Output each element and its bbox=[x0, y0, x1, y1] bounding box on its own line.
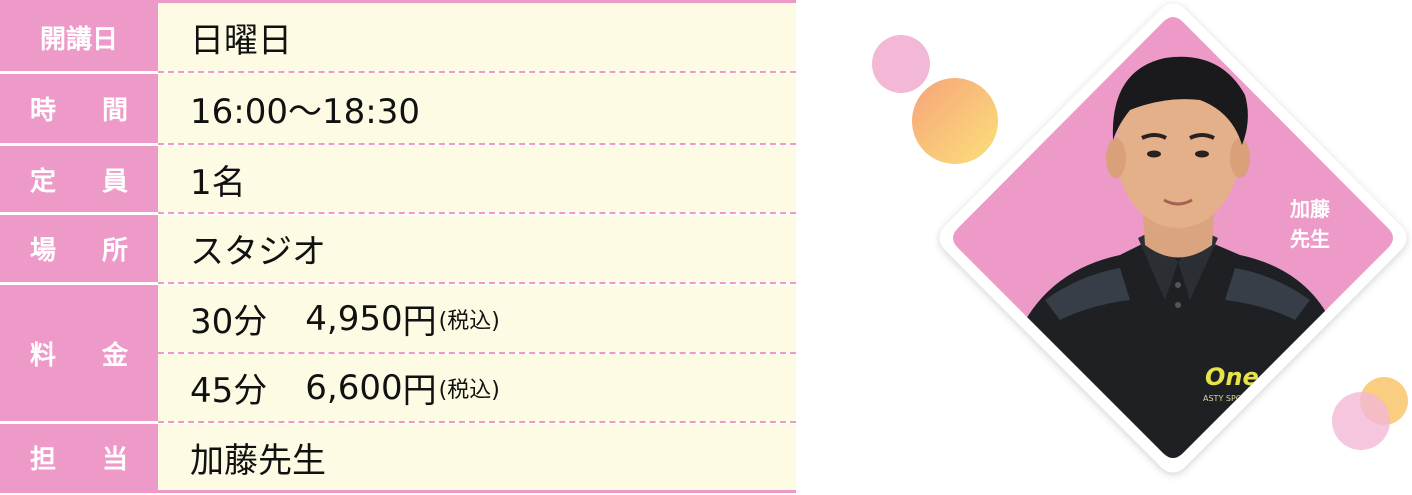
table-top-border bbox=[0, 0, 796, 3]
label-divider bbox=[0, 421, 158, 424]
row-divider bbox=[158, 212, 796, 214]
decorative-dot-pink-small bbox=[1332, 392, 1390, 450]
row-divider bbox=[158, 71, 796, 73]
row-label: 時間 bbox=[0, 74, 158, 143]
table-row-location: 場所 スタジオ bbox=[0, 215, 796, 282]
row-label: 定員 bbox=[0, 146, 158, 212]
row-value: 1名 bbox=[158, 146, 796, 212]
row-label: 開講日 bbox=[0, 3, 158, 71]
row-divider bbox=[158, 421, 796, 423]
decorative-dot-pink bbox=[872, 35, 930, 93]
table-bottom-border bbox=[0, 490, 796, 493]
row-divider bbox=[158, 143, 796, 145]
instructor-photo-frame: One ASTY SPORTS CLUB 加藤 先生 bbox=[939, 3, 1407, 473]
instructor-card: One ASTY SPORTS CLUB 加藤 先生 bbox=[820, 0, 1412, 495]
instructor-caption-line2: 先生 bbox=[1290, 227, 1330, 251]
row-value: スタジオ bbox=[158, 215, 796, 282]
row-value: 加藤先生 bbox=[158, 424, 796, 490]
instructor-caption-line1: 加藤 bbox=[1289, 197, 1331, 221]
label-divider bbox=[0, 282, 158, 285]
fee-divider bbox=[158, 352, 796, 354]
table-row-time: 時間 16:00〜18:30 bbox=[0, 74, 796, 143]
row-value: 16:00〜18:30 bbox=[158, 74, 796, 143]
decorative-dot-orange bbox=[912, 78, 998, 164]
label-divider bbox=[0, 143, 158, 146]
schedule-table: 開講日 日曜日 時間 16:00〜18:30 定員 1名 場所 スタジオ 料金 … bbox=[0, 0, 796, 493]
table-row-capacity: 定員 1名 bbox=[0, 146, 796, 212]
label-divider bbox=[0, 212, 158, 215]
row-label: 場所 bbox=[0, 215, 158, 282]
row-value: 日曜日 bbox=[158, 3, 796, 71]
row-divider bbox=[158, 282, 796, 284]
table-row-start-day: 開講日 日曜日 bbox=[0, 3, 796, 71]
table-row-instructor: 担当 加藤先生 bbox=[0, 424, 796, 490]
row-label: 料金 bbox=[0, 285, 158, 421]
label-divider bbox=[0, 71, 158, 74]
row-label: 担当 bbox=[0, 424, 158, 490]
